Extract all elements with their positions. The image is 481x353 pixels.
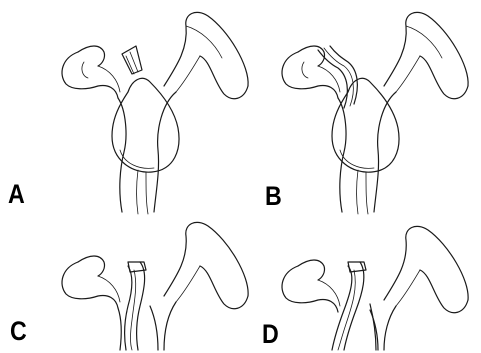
panel-a-scapula [62,12,248,214]
panel-d-drawing [282,226,468,350]
panel-label-b: B [265,183,282,210]
panel-b-tendon [318,46,357,108]
panel-c-tendon [125,262,146,350]
panel-a-drawing [62,12,248,214]
panel-c-drawing [62,222,248,350]
panel-label-a: A [8,181,25,208]
panel-label-d: D [262,321,279,348]
panel-b-scapula [282,12,468,214]
panel-label-c: C [10,318,27,345]
panel-a-tendon [122,46,142,74]
panel-b-drawing [282,12,468,214]
